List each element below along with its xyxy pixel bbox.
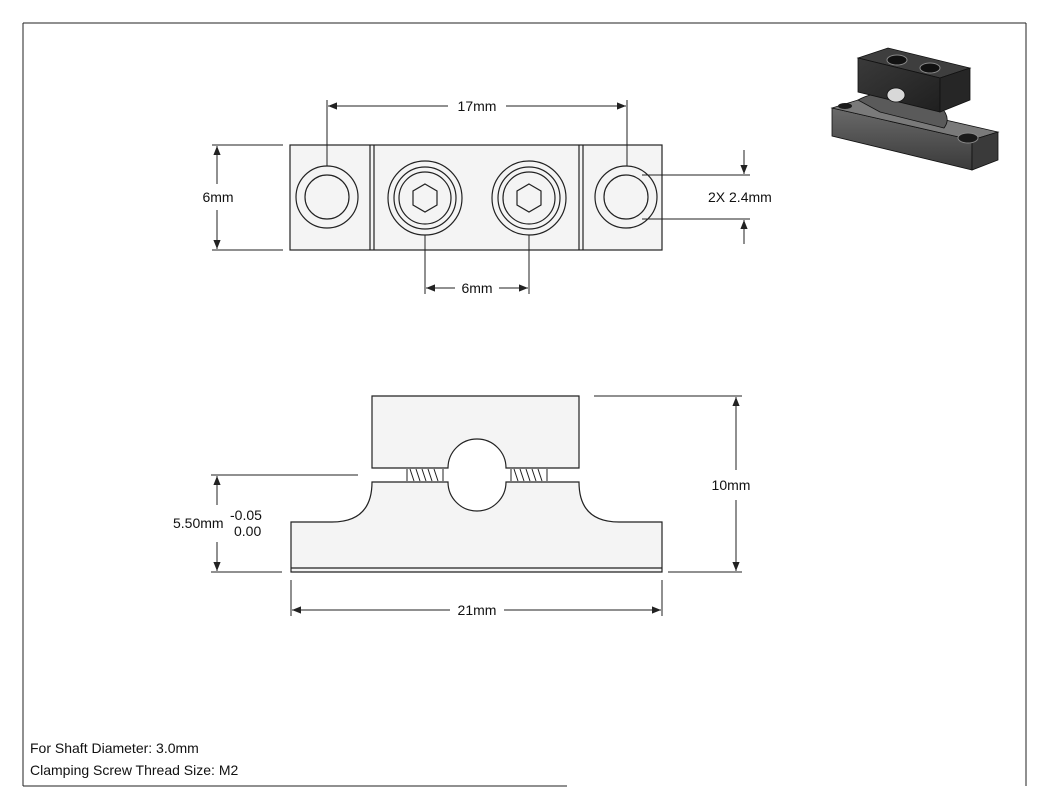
thread-left bbox=[406, 468, 444, 482]
isometric-render bbox=[830, 47, 1000, 171]
dim-hole-callout-label: 2X 2.4mm bbox=[708, 189, 772, 205]
thread-right bbox=[510, 468, 548, 482]
dim-height bbox=[212, 144, 283, 251]
dim-total-height-label: 10mm bbox=[712, 477, 751, 493]
dim-length-label: 21mm bbox=[458, 602, 497, 618]
note-shaft-diameter: For Shaft Diameter: 3.0mm bbox=[30, 740, 199, 756]
dim-tolerance-lower: 0.00 bbox=[234, 523, 261, 539]
top-view bbox=[289, 144, 663, 251]
top-view-body bbox=[289, 144, 663, 251]
dim-overall-spacing-label: 17mm bbox=[458, 98, 497, 114]
dim-screw-spacing bbox=[424, 235, 530, 294]
dim-base-height bbox=[211, 474, 358, 573]
dim-height-label: 6mm bbox=[202, 189, 233, 205]
mounting-hole-right bbox=[594, 165, 658, 229]
side-view-clamp-block bbox=[371, 395, 580, 469]
dim-overall-spacing bbox=[326, 100, 628, 166]
dim-total-height bbox=[594, 395, 742, 573]
dim-screw-spacing-label: 6mm bbox=[461, 280, 492, 296]
sheet-border bbox=[22, 22, 1027, 787]
side-view-base bbox=[290, 481, 663, 573]
note-thread-size: Clamping Screw Thread Size: M2 bbox=[30, 762, 239, 778]
dim-tolerance-upper: -0.05 bbox=[230, 507, 262, 523]
dim-base-height-label: 5.50mm bbox=[173, 515, 224, 531]
dim-hole-callout bbox=[642, 150, 750, 244]
side-view bbox=[290, 395, 663, 573]
dim-length bbox=[290, 580, 663, 616]
